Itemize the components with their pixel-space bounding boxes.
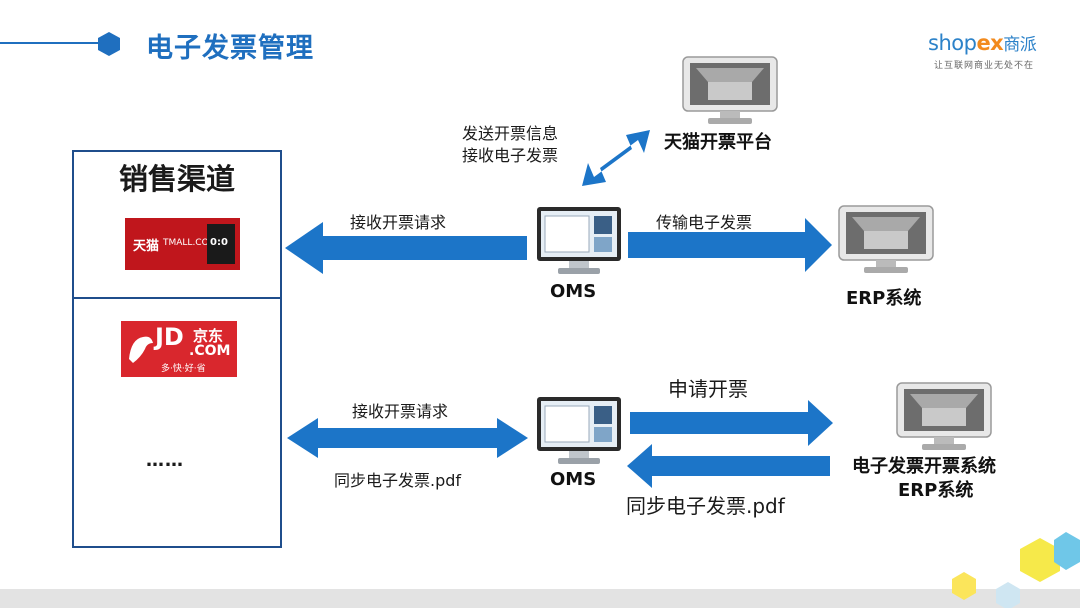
einvoice-system-label: 电子发票开票系统 [852, 456, 996, 477]
more-channels: …… [146, 450, 184, 471]
jd-logo: JD 京东 .COM 多·快·好·省 [121, 321, 237, 377]
bottom-left-arrow [627, 444, 830, 488]
header-hexagon-icon [98, 32, 120, 56]
tmall-logo: 天猫 TMALL.COM 0:0 [125, 218, 240, 270]
sync-pdf-label-left: 同步电子发票.pdf [334, 471, 462, 490]
panel-divider [72, 297, 282, 299]
erp-label-top: ERP系统 [846, 288, 922, 309]
oms-computer-top-icon [537, 207, 621, 274]
tmall-platform-label: 天猫开票平台 [664, 132, 772, 153]
page-title: 电子发票管理 [146, 33, 314, 64]
send-info-label: 发送开票信息 [462, 124, 559, 143]
shopex-logo: shopex商派 [928, 31, 1037, 55]
diagonal-double-arrow [582, 130, 650, 186]
sales-channel-panel [72, 150, 282, 548]
tmall-cat-icon: 0:0 [207, 224, 235, 264]
transfer-invoice-label: 传输电子发票 [656, 213, 753, 232]
decorative-hexagons [952, 532, 1080, 608]
receive-request-label-top: 接收开票请求 [350, 213, 447, 232]
tmall-platform-monitor-icon [682, 56, 778, 124]
top-right-arrow [628, 218, 832, 272]
apply-invoice-label: 申请开票 [668, 377, 748, 401]
erp-monitor-top-icon [838, 205, 934, 273]
top-left-arrow [285, 222, 527, 274]
bottom-double-arrow [287, 418, 528, 458]
erp-label-bottom: ERP系统 [898, 480, 974, 501]
sales-channel-title: 销售渠道 [118, 162, 235, 196]
header-line [0, 42, 104, 44]
einvoice-monitor-icon [896, 382, 992, 450]
sync-pdf-label-right: 同步电子发票.pdf [626, 494, 785, 518]
receive-request-label-bottom: 接收开票请求 [352, 402, 449, 421]
jd-dog-icon [129, 336, 153, 363]
oms-computer-bottom-icon [537, 397, 621, 464]
footer-bar [0, 589, 1080, 608]
bottom-right-arrow [630, 400, 833, 446]
oms-label-top: OMS [550, 281, 597, 302]
logo-tagline: 让互联网商业无处不在 [934, 61, 1035, 71]
oms-label-bottom: OMS [550, 469, 597, 490]
receive-invoice-label: 接收电子发票 [462, 146, 559, 165]
